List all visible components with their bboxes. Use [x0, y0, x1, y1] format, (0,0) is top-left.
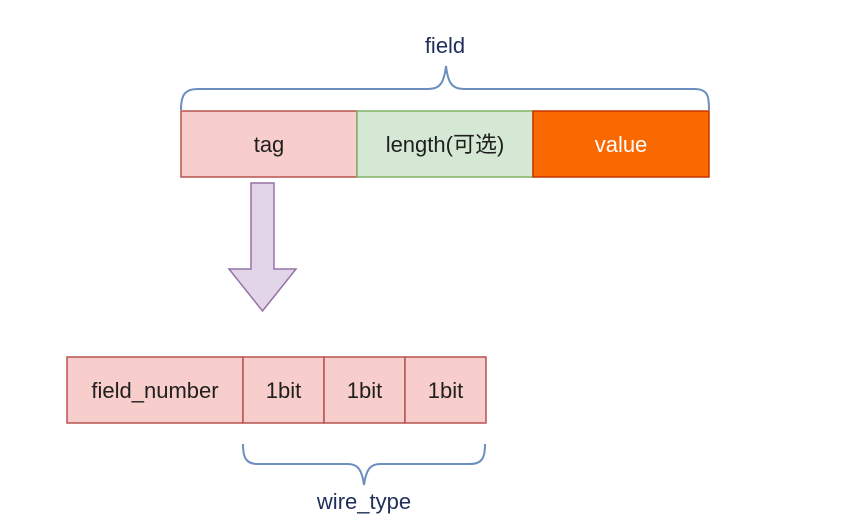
- bit-label-1: 1bit: [266, 378, 301, 403]
- field-brace: field: [180, 33, 710, 111]
- wire-type-brace: wire_type: [242, 443, 486, 514]
- bit-box-2: [323, 356, 406, 424]
- value-label: value: [595, 132, 648, 157]
- field-brace-label: field: [425, 33, 465, 58]
- wire-type-brace-label: wire_type: [316, 489, 411, 514]
- field-number-box: [66, 356, 244, 424]
- field-number-label: field_number: [91, 378, 218, 403]
- field-row: tag length(可选) value: [180, 110, 710, 178]
- value-box: [532, 110, 710, 178]
- bit-box-3: [404, 356, 487, 424]
- field-brace-shape: [180, 65, 710, 111]
- tag-box: [180, 110, 358, 178]
- length-label: length(可选): [386, 132, 505, 157]
- wire-type-brace-shape: [242, 443, 486, 486]
- tag-label: tag: [254, 132, 285, 157]
- bit-label-3: 1bit: [428, 378, 463, 403]
- length-box: [356, 110, 534, 178]
- bit-box-1: [242, 356, 325, 424]
- bit-label-2: 1bit: [347, 378, 382, 403]
- tag-row: field_number 1bit 1bit 1bit: [66, 356, 487, 424]
- down-arrow-icon: [227, 182, 298, 313]
